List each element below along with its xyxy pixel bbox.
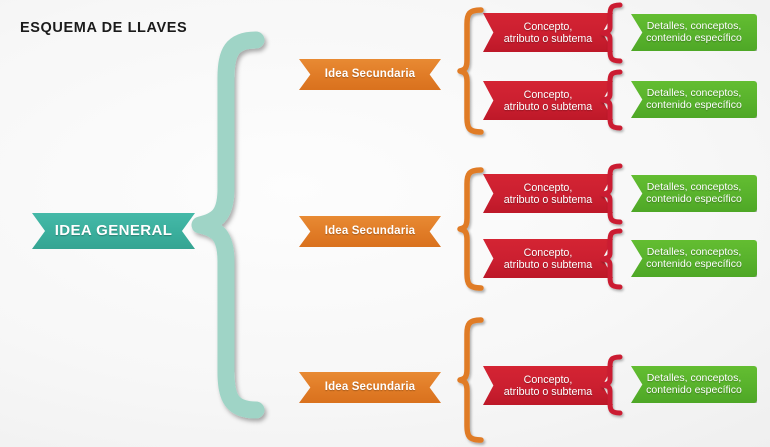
curly-brace-red-icon-2 — [600, 68, 626, 132]
node-idea-secundaria-3[interactable]: Idea Secundaria — [299, 372, 441, 403]
curly-brace-red-icon-5 — [600, 353, 626, 417]
curly-brace-red-icon-1 — [600, 1, 626, 65]
node-idea-secundaria-2[interactable]: Idea Secundaria — [299, 216, 441, 247]
node-concepto-5[interactable]: Concepto, atributo o subtema — [483, 366, 613, 405]
node-concepto-4[interactable]: Concepto, atributo o subtema — [483, 239, 613, 278]
node-idea-secundaria-3-label: Idea Secundaria — [324, 381, 416, 394]
curly-brace-orange-icon-3 — [457, 316, 487, 444]
node-detalles-5-text: Detalles, conceptos, contenido específic… — [646, 371, 742, 396]
node-idea-general-label: IDEA GENERAL — [54, 221, 173, 239]
node-detalles-2-text: Detalles, conceptos, contenido específic… — [646, 86, 742, 111]
node-idea-secundaria-1[interactable]: Idea Secundaria — [299, 59, 441, 90]
node-detalles-4-text: Detalles, conceptos, contenido específic… — [646, 245, 742, 270]
node-detalles-2[interactable]: Detalles, conceptos, contenido específic… — [631, 81, 757, 118]
page-title: ESQUEMA DE LLAVES — [20, 20, 188, 36]
curly-brace-orange-icon-2 — [457, 166, 487, 292]
node-concepto-5-text: Concepto, atributo o subtema — [503, 373, 593, 398]
node-concepto-2[interactable]: Concepto, atributo o subtema — [483, 81, 613, 120]
node-concepto-3[interactable]: Concepto, atributo o subtema — [483, 174, 613, 213]
node-concepto-3-text: Concepto, atributo o subtema — [503, 181, 593, 206]
curly-brace-red-icon-4 — [600, 227, 626, 291]
node-detalles-1[interactable]: Detalles, conceptos, contenido específic… — [631, 14, 757, 51]
curly-brace-large-icon — [191, 31, 265, 419]
node-detalles-1-text: Detalles, conceptos, contenido específic… — [646, 19, 742, 44]
node-detalles-5[interactable]: Detalles, conceptos, contenido específic… — [631, 366, 757, 403]
node-idea-secundaria-2-label: Idea Secundaria — [324, 225, 416, 238]
node-idea-general[interactable]: IDEA GENERAL — [32, 213, 195, 249]
curly-brace-orange-icon-1 — [457, 6, 487, 136]
node-detalles-3[interactable]: Detalles, conceptos, contenido específic… — [631, 175, 757, 212]
node-concepto-1-text: Concepto, atributo o subtema — [503, 20, 593, 45]
node-concepto-1[interactable]: Concepto, atributo o subtema — [483, 13, 613, 52]
node-concepto-4-text: Concepto, atributo o subtema — [503, 246, 593, 271]
node-detalles-3-text: Detalles, conceptos, contenido específic… — [646, 180, 742, 205]
curly-brace-red-icon-3 — [600, 162, 626, 226]
node-concepto-2-text: Concepto, atributo o subtema — [503, 88, 593, 113]
node-idea-secundaria-1-label: Idea Secundaria — [324, 68, 416, 81]
node-detalles-4[interactable]: Detalles, conceptos, contenido específic… — [631, 240, 757, 277]
